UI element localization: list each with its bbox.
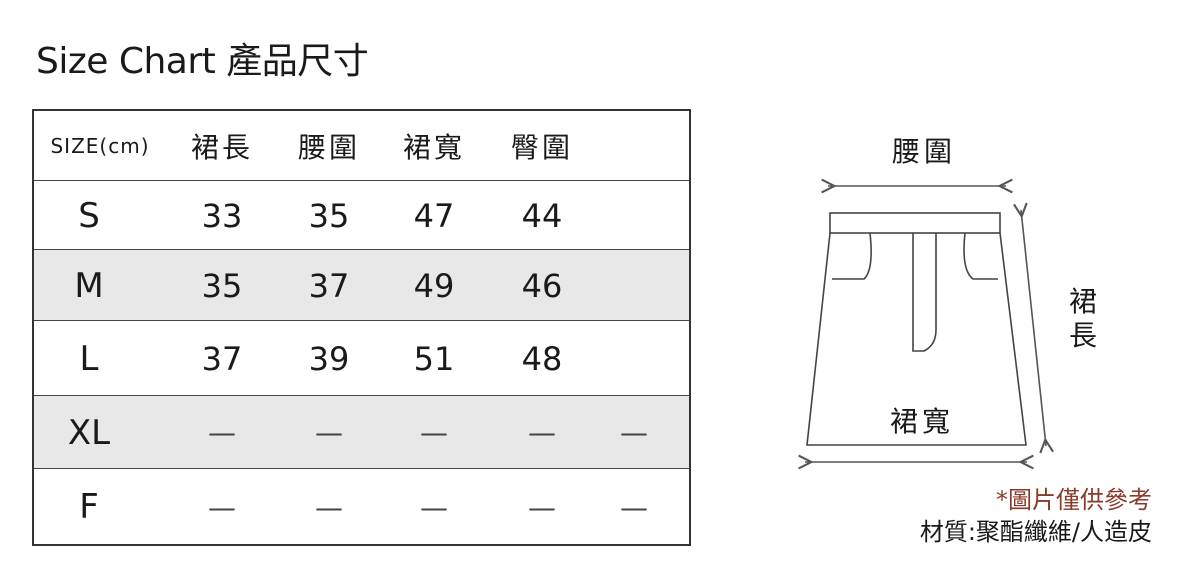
table-cell: — bbox=[208, 490, 236, 524]
skirt-drawing bbox=[790, 120, 1090, 480]
table-cell: 39 bbox=[308, 339, 350, 378]
header-hip: 臀圍 bbox=[510, 130, 573, 164]
waistband-outline bbox=[829, 212, 1001, 234]
table-cell: — bbox=[620, 416, 648, 449]
left-pocket bbox=[832, 232, 872, 280]
table-cell bbox=[594, 321, 674, 396]
header-skirt-width: 裙寬 bbox=[402, 130, 465, 164]
table-cell bbox=[594, 250, 674, 321]
table-row: F — — — — — bbox=[34, 468, 689, 545]
reference-note: *圖片僅供參考 bbox=[996, 486, 1152, 514]
table-cell: 44 bbox=[521, 196, 563, 235]
header-skirt-length: 裙長 bbox=[190, 130, 253, 164]
table-cell: — bbox=[315, 416, 343, 449]
length-label-top: 裙 bbox=[1068, 285, 1097, 318]
material-text: 材質:聚酯纖維/人造皮 bbox=[919, 518, 1152, 546]
size-label: F bbox=[79, 487, 99, 527]
table-header-row: SIZE(cm) 裙長 腰圍 裙寬 臀圍 bbox=[34, 111, 689, 180]
length-label: 裙 長 bbox=[1066, 285, 1100, 353]
size-label: XL bbox=[67, 412, 111, 453]
size-label: M bbox=[74, 265, 104, 306]
length-label-bottom: 長 bbox=[1068, 319, 1097, 352]
table-cell: — bbox=[528, 490, 556, 524]
table-cell: 47 bbox=[413, 196, 455, 235]
table-cell: 35 bbox=[308, 196, 350, 235]
table-cell: 35 bbox=[201, 266, 243, 305]
table-cell: — bbox=[208, 416, 236, 449]
table-cell: 37 bbox=[201, 339, 243, 378]
table-cell: — bbox=[420, 490, 448, 524]
header-size: SIZE(cm) bbox=[50, 133, 150, 158]
table-cell: 49 bbox=[413, 266, 455, 305]
table-cell: 33 bbox=[201, 196, 243, 235]
table-cell: 51 bbox=[413, 339, 455, 378]
table-cell: 37 bbox=[308, 266, 350, 305]
page-title: Size Chart 產品尺寸 bbox=[36, 41, 369, 82]
right-pocket bbox=[963, 232, 998, 280]
table-cell bbox=[594, 181, 674, 250]
size-label: L bbox=[79, 338, 99, 379]
table-cell: 48 bbox=[521, 339, 563, 378]
table-row: L 37 39 51 48 bbox=[34, 320, 689, 396]
table-row: S 33 35 47 44 bbox=[34, 180, 689, 250]
table-cell: 46 bbox=[521, 266, 563, 305]
table-row: XL — — — — — bbox=[34, 395, 689, 469]
table-cell: — bbox=[528, 416, 556, 449]
table-cell: — bbox=[420, 416, 448, 449]
header-waist: 腰圍 bbox=[297, 130, 360, 164]
width-label: 裙寬 bbox=[890, 405, 955, 438]
fly-placket bbox=[912, 233, 937, 352]
table-row: M 35 37 49 46 bbox=[34, 249, 689, 321]
skirt-body-outline bbox=[806, 232, 1027, 446]
table-cell: — bbox=[315, 490, 343, 524]
table-cell: — bbox=[620, 490, 648, 524]
length-arrow bbox=[1021, 210, 1046, 446]
size-label: S bbox=[78, 195, 100, 236]
waist-label: 腰圍 bbox=[892, 135, 957, 168]
skirt-diagram: 腰圍 裙 長 裙寬 bbox=[790, 120, 1097, 480]
